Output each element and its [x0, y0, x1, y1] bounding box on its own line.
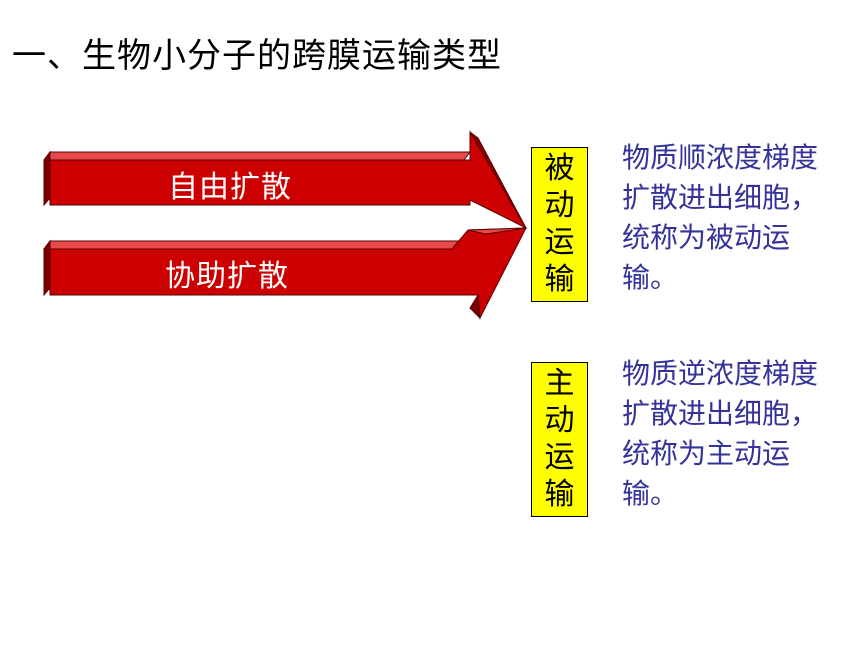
active-char-4: 输 — [544, 477, 575, 512]
active-transport-description: 物质逆浓度梯度扩散进出细胞，统称为主动运输。 — [622, 357, 819, 510]
active-transport-box: 主 动 运 输 — [531, 362, 588, 517]
active-char-2: 动 — [544, 403, 575, 438]
top-arrow — [43, 130, 528, 230]
passive-char-4: 输 — [544, 262, 575, 297]
passive-transport-box: 被 动 运 输 — [531, 147, 588, 302]
active-char-1: 主 — [544, 366, 575, 401]
active-char-3: 运 — [544, 440, 575, 475]
bottom-arrow — [43, 227, 527, 320]
free-diffusion-label: 自由扩散 — [168, 170, 292, 205]
passive-char-3: 运 — [544, 225, 575, 260]
passive-char-2: 动 — [544, 188, 575, 223]
facilitated-diffusion-label: 协助扩散 — [165, 259, 289, 294]
page-title: 一、生物小分子的跨膜运输类型 — [12, 36, 502, 76]
passive-char-1: 被 — [544, 151, 575, 186]
passive-transport-description: 物质顺浓度梯度扩散进出细胞，统称为被动运输。 — [622, 141, 819, 294]
